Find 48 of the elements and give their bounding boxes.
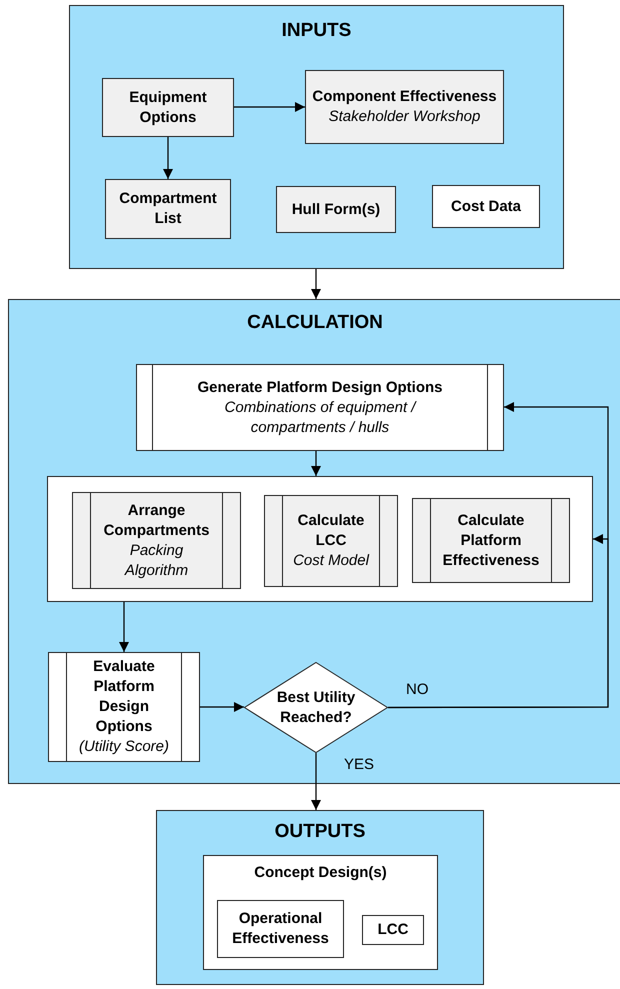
arrow (163, 137, 173, 179)
node-label: Calculate Platform Effectiveness (442, 510, 540, 570)
subprocess-box (264, 495, 398, 587)
node-sublabel: Cost Model (293, 551, 369, 571)
node-sublabel: Stakeholder Workshop (328, 107, 480, 127)
subprocess-box (72, 492, 241, 589)
subprocess-box (412, 498, 570, 583)
section-panel (69, 5, 564, 269)
arrow (311, 753, 321, 810)
subprocess-box (48, 652, 200, 762)
node-sublabel: (Utility Score) (78, 737, 169, 757)
arrow (119, 602, 129, 652)
node-label: Evaluate Platform Design Options (92, 657, 156, 737)
node-label: Arrange Compartments (102, 500, 210, 540)
group-box (47, 476, 593, 602)
subprocess-box (136, 364, 504, 451)
output-box (203, 855, 438, 970)
node-label: Best Utility Reached? (276, 688, 356, 728)
output-box (217, 900, 344, 958)
node-sublabel: Packing Algorithm (123, 540, 190, 580)
node-label: Generate Platform Design Options (197, 378, 443, 398)
section-panel (156, 810, 484, 985)
node-label: Calculate LCC (296, 511, 366, 551)
decision-diamond (244, 662, 388, 753)
process-box (305, 70, 504, 144)
process-box (105, 179, 231, 239)
section-title: OUTPUTS (274, 821, 366, 843)
node-label: Hull Form(s) (292, 200, 380, 220)
section-title: Concept Design(s) (253, 864, 388, 881)
section-title: CALCULATION (246, 312, 384, 334)
arrow (388, 534, 609, 708)
process-box (102, 78, 234, 137)
node-label: Component Effectiveness (312, 87, 497, 107)
node-label: Operational Effectiveness (231, 909, 330, 949)
node-sublabel: Combinations of equipment / compartments / hulls (224, 398, 418, 438)
section-panel (8, 299, 620, 784)
arrow (311, 269, 321, 299)
arrow (200, 702, 244, 712)
arrow (234, 102, 305, 112)
node-label: Equipment Options (128, 88, 208, 128)
process-box (276, 186, 396, 233)
output-box (362, 915, 424, 945)
section-title: INPUTS (280, 20, 352, 42)
node-label: Cost Data (450, 196, 521, 216)
arrow (311, 451, 321, 476)
node-label: Compartment List (118, 189, 218, 229)
node-label: LCC (378, 920, 408, 940)
process-box (432, 185, 540, 228)
